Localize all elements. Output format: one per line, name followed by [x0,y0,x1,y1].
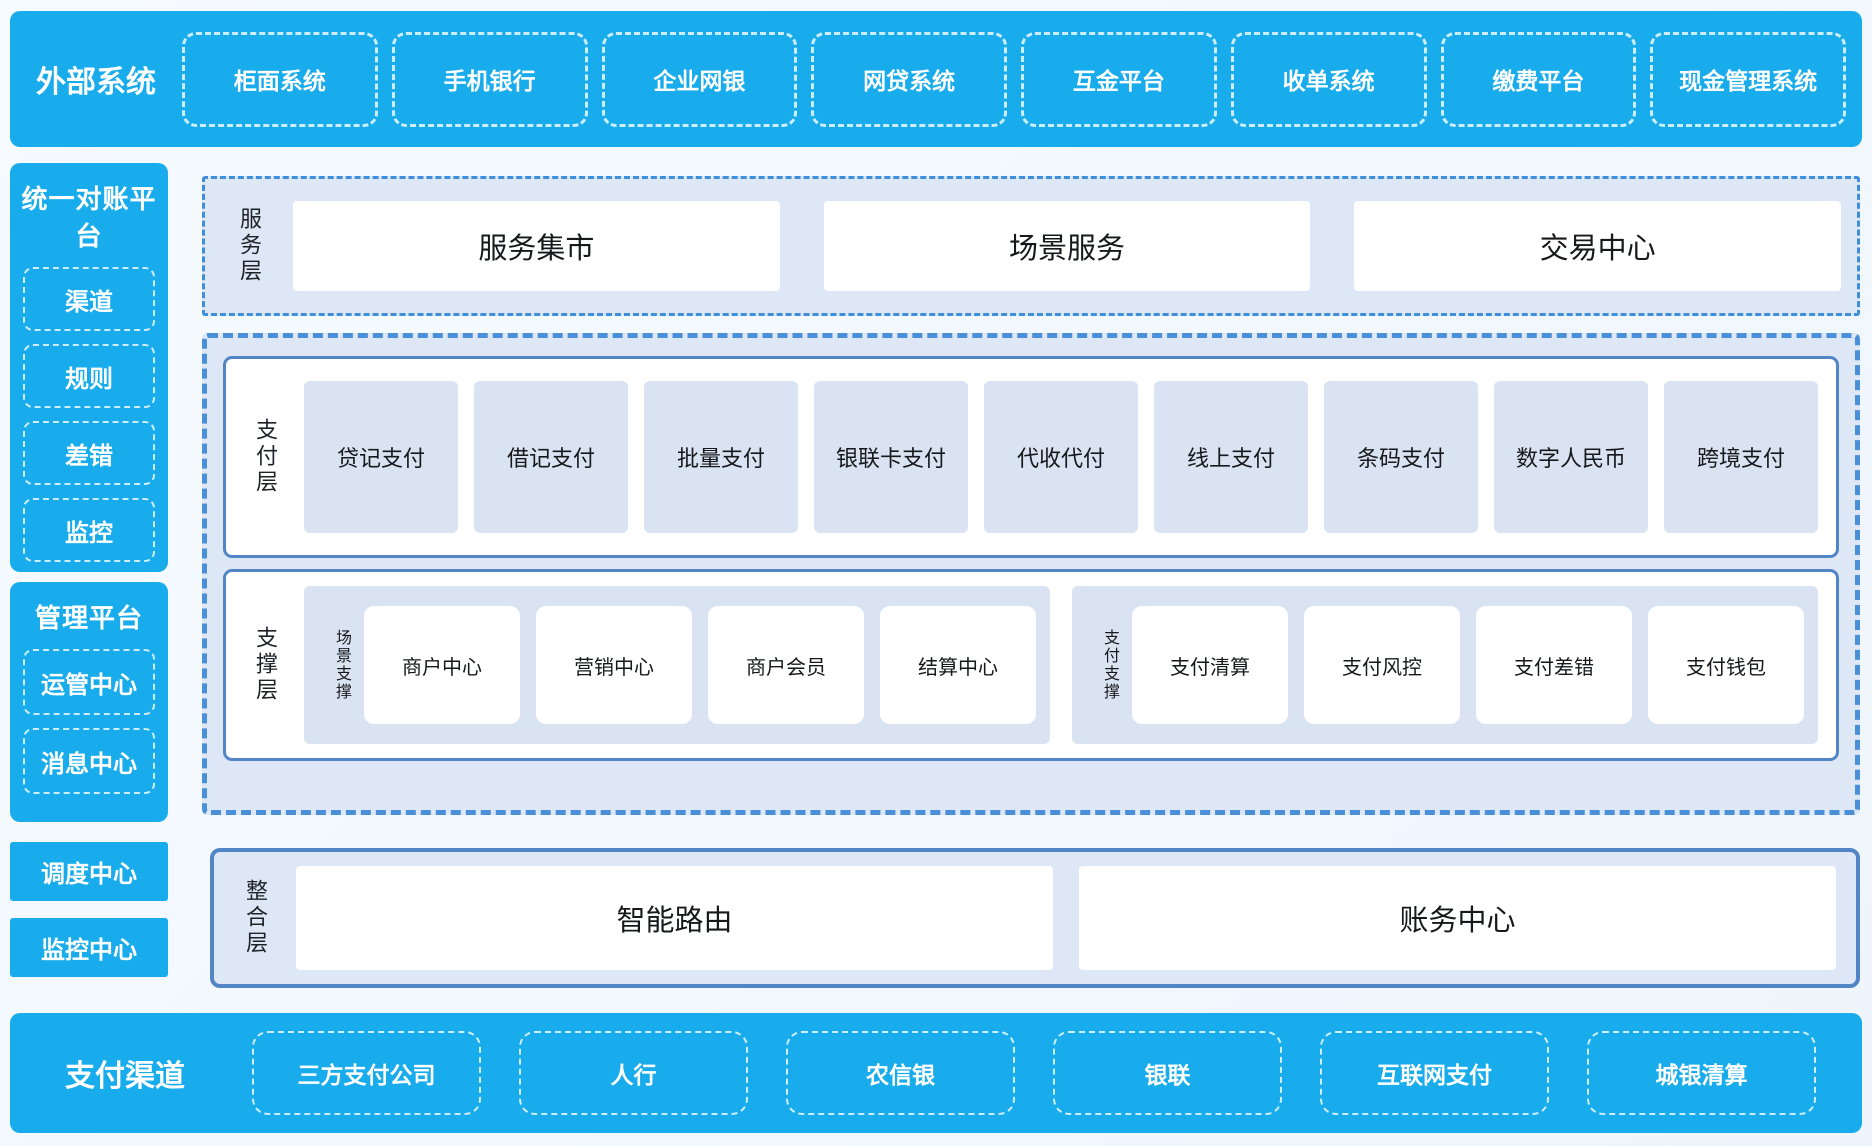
external-system-item: 手机银行 [391,31,588,127]
management-items: 运管中心 消息中心 [10,649,168,794]
support-layer-label: 支撑层 [253,626,278,704]
support-item: 营销中心 [536,606,692,724]
reconciliation-items: 渠道 规则 差错 监控 [10,267,168,562]
payment-item: 贷记支付 [304,381,458,533]
support-group-payment: 支付支撑 支付清算 支付风控 支付差错 支付钱包 [1072,586,1818,744]
external-systems-bar: 外部系统 柜面系统 手机银行 企业网银 网贷系统 互金平台 收单系统 缴费平台 … [10,11,1862,147]
payment-layer-panel: 支付层 贷记支付 借记支付 批量支付 银联卡支付 代收代付 线上支付 条码支付 … [223,356,1839,558]
external-system-item: 互金平台 [1021,31,1217,127]
support-item: 商户中心 [364,606,520,724]
payment-item: 条码支付 [1324,381,1478,533]
reconciliation-item: 监控 [23,498,155,562]
management-item: 运管中心 [23,649,155,715]
service-layer-panel: 服务层 服务集市 场景服务 交易中心 [202,176,1860,316]
external-systems-title: 外部系统 [36,66,156,99]
support-item: 商户会员 [708,606,864,724]
core-dashed-container: 支付层 贷记支付 借记支付 批量支付 银联卡支付 代收代付 线上支付 条码支付 … [202,333,1860,815]
payment-channel-item: 人行 [519,1031,748,1115]
payment-channels-bar: 支付渠道 三方支付公司 人行 农信银 银联 互联网支付 城银清算 [10,1013,1862,1133]
payment-channels-title: 支付渠道 [65,1060,185,1093]
payment-channel-item: 互联网支付 [1320,1031,1549,1115]
management-platform-title: 管理平台 [34,603,143,633]
external-system-item: 网贷系统 [811,31,1007,127]
payment-item: 数字人民币 [1494,381,1648,533]
support-group-scene: 场景支撑 商户中心 营销中心 商户会员 结算中心 [304,586,1050,744]
external-system-item: 柜面系统 [182,31,378,127]
payment-channel-item: 城银清算 [1587,1031,1816,1115]
payment-channel-item: 三方支付公司 [252,1031,481,1115]
service-item: 交易中心 [1354,201,1842,291]
payment-support-items: 支付清算 支付风控 支付差错 支付钱包 [1132,606,1804,724]
management-platform-panel: 管理平台 运管中心 消息中心 [10,582,168,822]
service-layer-items: 服务集市 场景服务 交易中心 [293,201,1842,291]
payment-item: 银联卡支付 [814,381,968,533]
service-layer-label: 服务层 [237,207,262,285]
support-layer-groups: 场景支撑 商户中心 营销中心 商户会员 结算中心 支付支撑 支付清算 支付风控 … [304,586,1818,744]
support-item: 支付清算 [1132,606,1288,724]
support-item: 支付风控 [1304,606,1460,724]
reconciliation-platform-title: 统一对账平台 [21,184,157,251]
monitor-center-block: 监控中心 [10,918,168,977]
payment-item: 线上支付 [1154,381,1308,533]
payment-channel-item: 农信银 [786,1031,1015,1115]
external-system-item: 企业网银 [601,31,798,127]
external-system-item: 现金管理系统 [1650,31,1846,127]
payment-item: 代收代付 [984,381,1138,533]
payment-channel-item: 银联 [1053,1031,1282,1115]
payment-item: 跨境支付 [1664,381,1818,533]
scene-support-items: 商户中心 营销中心 商户会员 结算中心 [364,606,1036,724]
support-item: 结算中心 [880,606,1036,724]
scene-support-label: 场景支撑 [333,629,350,701]
support-item: 支付钱包 [1648,606,1804,724]
integration-item: 账务中心 [1079,866,1836,970]
reconciliation-item: 差错 [23,421,155,485]
reconciliation-item: 渠道 [23,267,155,331]
dispatch-center-block: 调度中心 [10,842,168,901]
external-system-item: 缴费平台 [1440,31,1637,127]
integration-layer-items: 智能路由 账务中心 [296,866,1836,970]
reconciliation-platform-panel: 统一对账平台 渠道 规则 差错 监控 [10,163,168,572]
payment-layer-label: 支付层 [253,418,278,496]
management-item: 消息中心 [23,728,155,794]
external-system-item: 收单系统 [1230,31,1427,127]
external-systems-items: 柜面系统 手机银行 企业网银 网贷系统 互金平台 收单系统 缴费平台 现金管理系… [182,31,1846,127]
payment-channels-items: 三方支付公司 人行 农信银 银联 互联网支付 城银清算 [252,1031,1816,1115]
integration-layer-panel: 整合层 智能路由 账务中心 [210,848,1860,988]
payment-layer-items: 贷记支付 借记支付 批量支付 银联卡支付 代收代付 线上支付 条码支付 数字人民… [304,381,1818,533]
payment-item: 借记支付 [474,381,628,533]
support-layer-panel: 支撑层 场景支撑 商户中心 营销中心 商户会员 结算中心 支付支撑 支付清算 支… [223,569,1839,761]
service-item: 服务集市 [293,201,780,291]
reconciliation-item: 规则 [23,344,155,408]
payment-item: 批量支付 [644,381,798,533]
support-item: 支付差错 [1476,606,1632,724]
service-item: 场景服务 [823,201,1311,291]
integration-item: 智能路由 [296,866,1053,970]
integration-layer-label: 整合层 [243,879,268,957]
payment-support-label: 支付支撑 [1101,629,1118,701]
